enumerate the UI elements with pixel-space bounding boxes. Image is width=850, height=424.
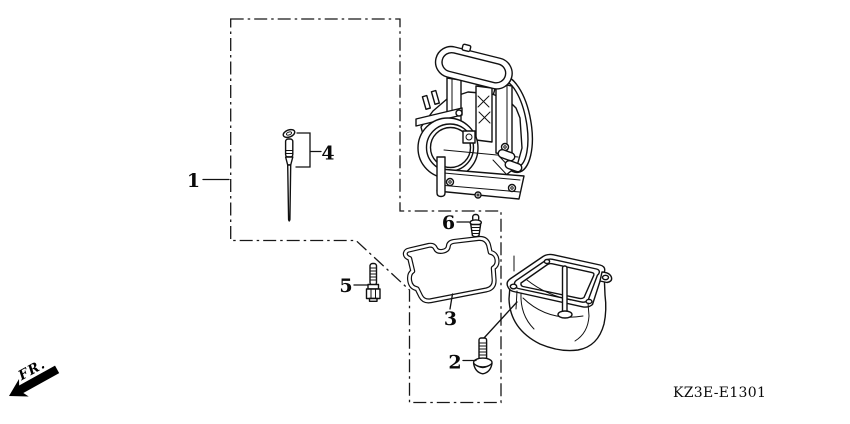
front-arrow-icon bbox=[9, 365, 60, 397]
leader-lines bbox=[202, 132, 518, 362]
part-label-3[interactable]: 3 bbox=[444, 308, 457, 330]
needle-clip bbox=[282, 128, 296, 139]
carburetor-assembly-drawing bbox=[415, 43, 534, 200]
float-chamber-drawing bbox=[506, 253, 613, 352]
bowl-mounting-flange bbox=[436, 168, 525, 200]
vent-tube-fittings bbox=[421, 89, 441, 110]
pump-rod bbox=[557, 265, 573, 319]
fuel-fittings bbox=[497, 148, 523, 173]
slow-jet-drawing bbox=[365, 262, 381, 302]
jet-needle bbox=[284, 138, 294, 222]
diagram-code: KZ3E-E1301 bbox=[673, 385, 766, 401]
front-direction-indicator: FR. bbox=[9, 356, 60, 397]
kit-boundary-outline bbox=[230, 18, 502, 404]
float-chamber-screw-drawing bbox=[472, 337, 493, 375]
part-label-6[interactable]: 6 bbox=[442, 212, 455, 234]
part-label-5[interactable]: 5 bbox=[339, 275, 352, 297]
bowl-screw-hole bbox=[585, 298, 593, 305]
part-callouts: 1 4 5 6 3 2 bbox=[187, 143, 462, 374]
part-label-2[interactable]: 2 bbox=[448, 352, 461, 374]
part-label-4[interactable]: 4 bbox=[321, 143, 334, 165]
part-label-1[interactable]: 1 bbox=[187, 170, 200, 192]
overflow-tube bbox=[436, 156, 446, 198]
jet-access-boss bbox=[462, 130, 476, 144]
slide-channel bbox=[475, 85, 493, 143]
slide-chamber-top-ring bbox=[434, 43, 513, 90]
float-chamber-gasket-drawing bbox=[402, 235, 500, 304]
bowl-screw-hole bbox=[543, 258, 551, 265]
jet-needle-set-drawing bbox=[282, 128, 296, 222]
bowl-screw-hole bbox=[509, 283, 518, 290]
main-jet-drawing bbox=[469, 213, 483, 238]
